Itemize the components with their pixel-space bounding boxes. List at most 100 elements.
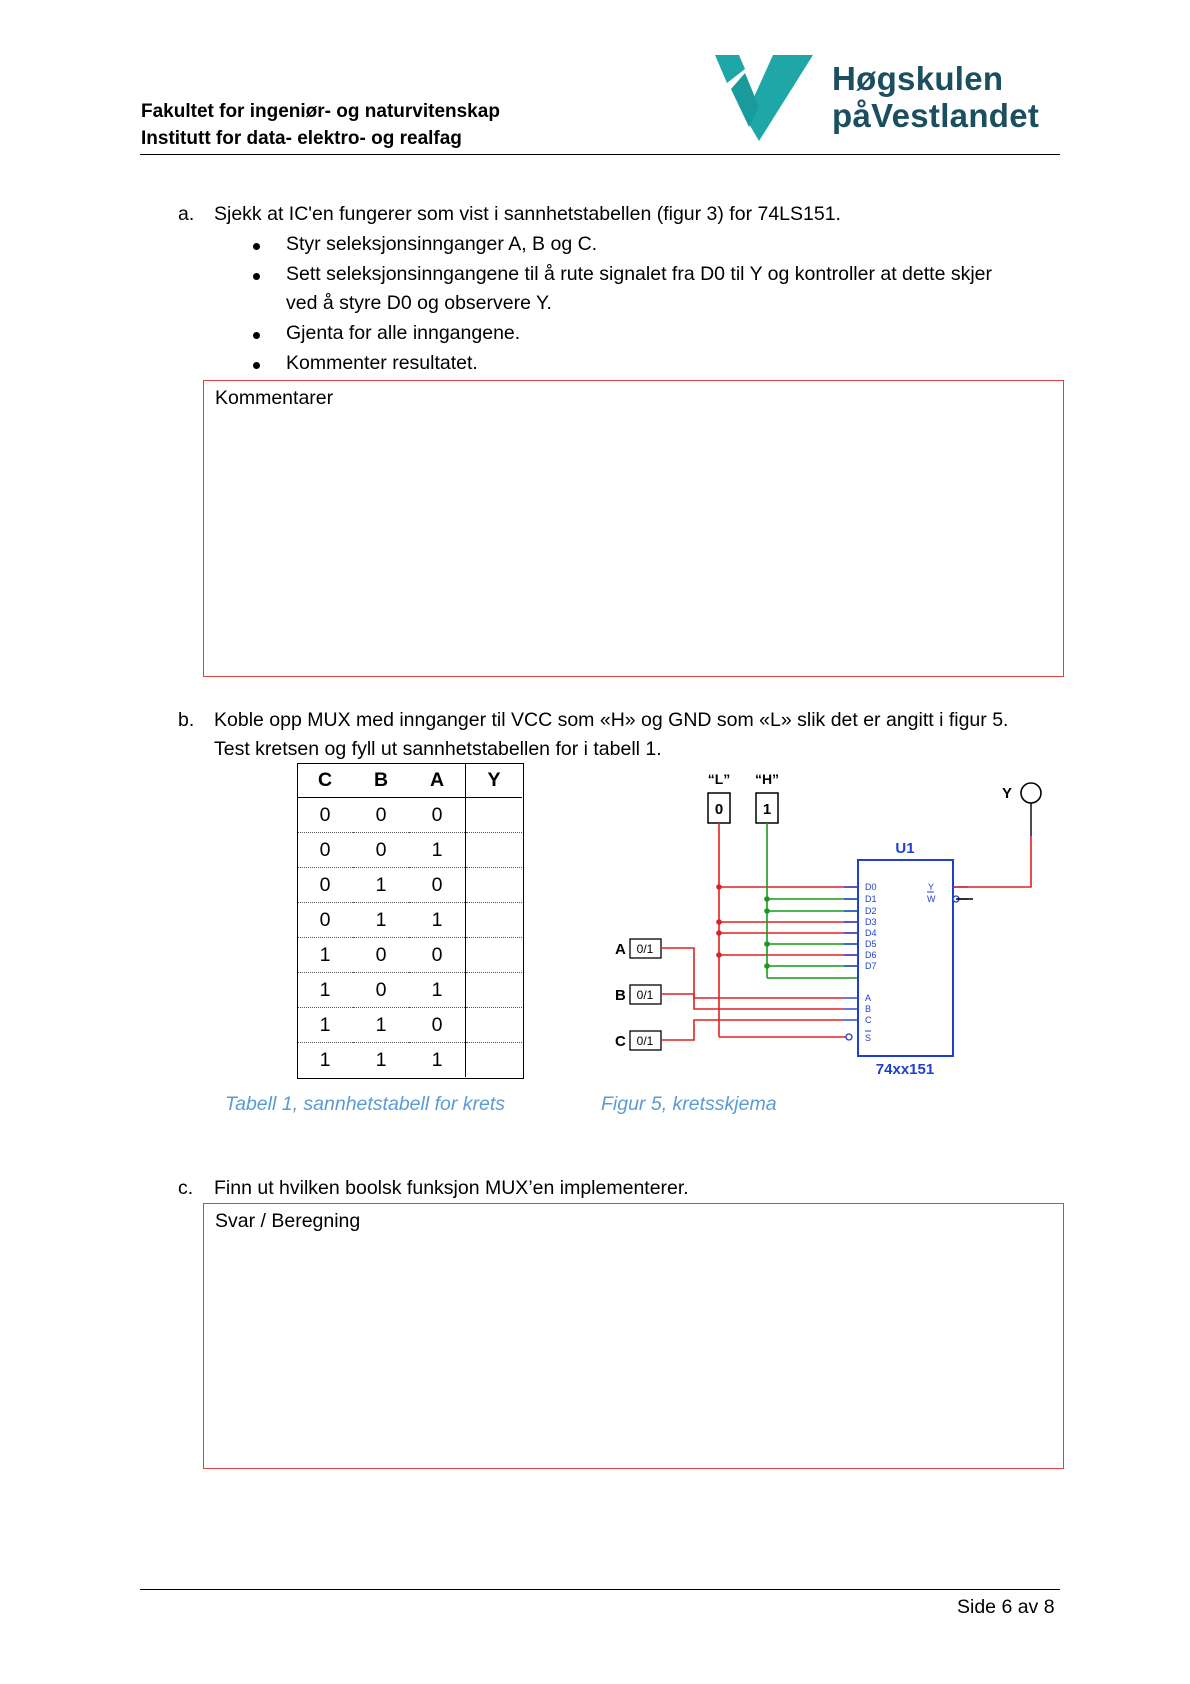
cell-a: 1 [431,1048,443,1071]
logo-text-line2: påVestlandet [832,97,1040,134]
pin-d3: D3 [865,917,877,927]
table-row: 1 1 1 [297,1042,522,1077]
pin-d0: D0 [865,882,877,892]
pin-d4: D4 [865,928,877,938]
bullet-dot [253,243,260,250]
label-low: “L” [708,771,731,787]
cell-a: 0 [409,797,466,833]
mux-chip-u1 [857,859,954,1057]
table-caption: Tabell 1, sannhetstabell for krets [225,1093,506,1115]
cell-a: 1 [409,972,466,1008]
cell-b: 0 [353,972,409,1008]
task-a-bullet-3: Gjenta for alle inngangene. [286,322,521,344]
circuit-diagram: “L” “H” 0 1 [615,771,1042,1078]
pin-a: A [865,993,871,1003]
cell-b: 1 [353,1007,409,1043]
input-a-label: A [615,941,626,958]
cell-y-input[interactable] [465,797,522,833]
cell-b: 1 [375,1048,387,1071]
pin-d7: D7 [865,961,877,971]
pin-y: Y [928,882,934,892]
task-a-bullet-2: Sett seleksjonsinngangene til å rute sig… [286,263,993,285]
pin-d5: D5 [865,939,877,949]
table-row: 1 1 0 [297,1007,522,1043]
cell-a: 0 [409,1007,466,1043]
cell-y-input[interactable] [465,937,522,973]
header-a: A [409,763,466,798]
low-wire-net [718,823,858,1038]
output-label: Y [1002,785,1012,802]
table-row: 0 0 0 [297,797,522,833]
cell-b: 1 [353,902,409,938]
pin-strobe: S [865,1033,871,1043]
cell-c: 0 [297,797,353,833]
pin-w: W [927,894,936,904]
table-row: 0 1 1 [297,902,522,938]
cell-y-input[interactable] [465,972,522,1008]
task-c-marker: c. [178,1177,194,1199]
cell-y-input[interactable] [465,832,522,868]
key-high-value: 1 [763,801,771,818]
bullet-dot [253,273,260,280]
cell-c: 1 [319,1048,331,1071]
hvl-logo-icon [715,55,813,141]
input-b-label: B [615,987,626,1004]
chip-designator: U1 [895,840,914,857]
institute-name: Institutt for data- elektro- og realfag [141,128,462,149]
truth-table: C B A Y 0 0 0 0 0 1 0 1 0 0 1 1 [297,763,522,1077]
task-b-text-line1: Koble opp MUX med innganger til VCC som … [214,709,1009,731]
cell-a: 0 [409,937,466,973]
key-low-value: 0 [715,801,723,818]
task-a-bullet-4: Kommenter resultatet. [286,352,478,374]
cell-a: 1 [409,832,466,868]
input-b-value: 0/1 [637,988,654,1002]
header-y: Y [465,763,522,798]
pin-b: B [865,1004,871,1014]
bullet-dot [253,362,260,369]
cell-b: 1 [353,867,409,903]
comments-label: Kommentarer [215,387,334,409]
input-a-value: 0/1 [637,942,654,956]
answer-calculation-box[interactable]: Svar / Beregning [203,1203,1064,1469]
footer-divider [140,1589,1060,1590]
answer-label: Svar / Beregning [215,1210,361,1232]
logo-text-line1: Høgskulen [832,60,1004,97]
task-a-text: Sjekk at IC'en fungerer som vist i sannh… [214,203,841,225]
pin-d2: D2 [865,906,877,916]
header-divider [140,154,1060,155]
task-b-marker: b. [178,709,195,731]
output-probe-icon [1020,782,1042,804]
cell-c: 0 [297,867,353,903]
cell-c: 0 [297,902,353,938]
table-row: 0 0 1 [297,832,522,868]
cell-a: 1 [409,902,466,938]
cell-y-input[interactable] [465,1042,522,1077]
header-b: B [353,763,409,798]
cell-y-input[interactable] [465,1007,522,1043]
figure-caption: Figur 5, kretsskjema [601,1093,777,1115]
high-wire-junctions [764,896,770,969]
task-c-text: Finn ut hvilken boolsk funksjon MUX’en i… [214,1177,689,1199]
chip-part-number: 74xx151 [876,1061,934,1078]
header-c: C [297,763,353,798]
bullet-dot [253,332,260,339]
input-c-label: C [615,1033,626,1050]
cell-b: 0 [353,832,409,868]
select-wires [661,947,844,1041]
label-high: “H” [755,771,779,787]
cell-y-input[interactable] [465,867,522,903]
table-row: 0 1 0 [297,867,522,903]
input-c-value: 0/1 [637,1034,654,1048]
pin-d6: D6 [865,950,877,960]
table-row: 1 0 1 [297,972,522,1008]
pin-d1: D1 [865,894,877,904]
comments-answer-box[interactable]: Kommentarer [203,380,1064,677]
cell-y-input[interactable] [465,902,522,938]
task-a-bullet-2-cont: ved å styre D0 og observere Y. [286,292,552,314]
page-number: Side 6 av 8 [957,1596,1055,1618]
cell-a: 0 [409,867,466,903]
cell-c: 0 [297,832,353,868]
task-b-text-line2: Test kretsen og fyll ut sannhetstabellen… [214,738,662,760]
task-a-marker: a. [178,203,195,225]
low-wire-junctions [716,884,722,958]
